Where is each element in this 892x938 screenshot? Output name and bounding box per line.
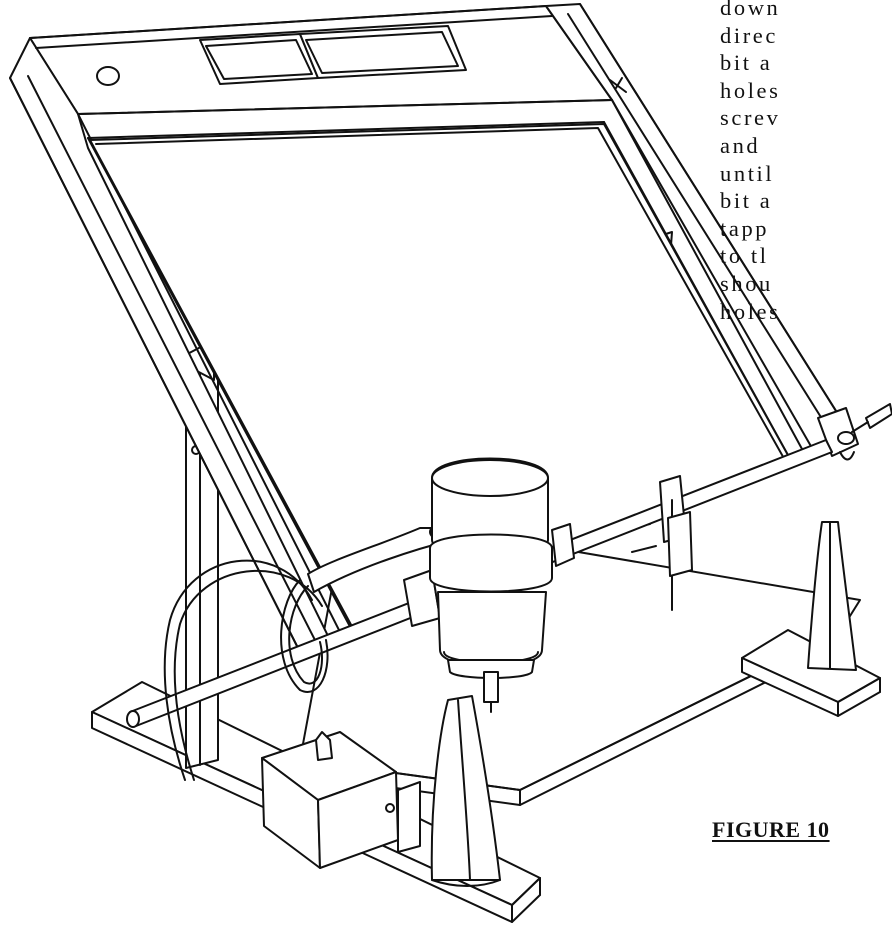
figure-caption: FIGURE 10 <box>712 817 830 842</box>
router-motor <box>430 459 552 713</box>
body-text-line: down <box>720 0 781 20</box>
power-cord <box>165 561 328 780</box>
body-text-line: holes <box>720 77 781 103</box>
body-text-line: shou <box>720 270 773 296</box>
body-text-line: and <box>720 132 761 158</box>
body-text-line: bit a <box>720 188 773 214</box>
body-text-line: screv <box>720 105 781 131</box>
tilting-frame <box>10 4 848 652</box>
right-carriage-stop <box>632 476 692 610</box>
front-center-post <box>432 696 500 886</box>
body-text-line: until <box>720 160 775 186</box>
body-text-line: bit a <box>720 50 773 76</box>
body-text-line: to tl <box>720 243 769 269</box>
body-text-column: down direc bit a holes screv and until b… <box>720 0 892 325</box>
body-text-line: tapp <box>720 215 770 241</box>
body-text-line: holes <box>720 298 781 324</box>
switch-box <box>262 732 420 868</box>
right-front-post <box>808 522 856 670</box>
body-text-line: direc <box>720 22 778 48</box>
